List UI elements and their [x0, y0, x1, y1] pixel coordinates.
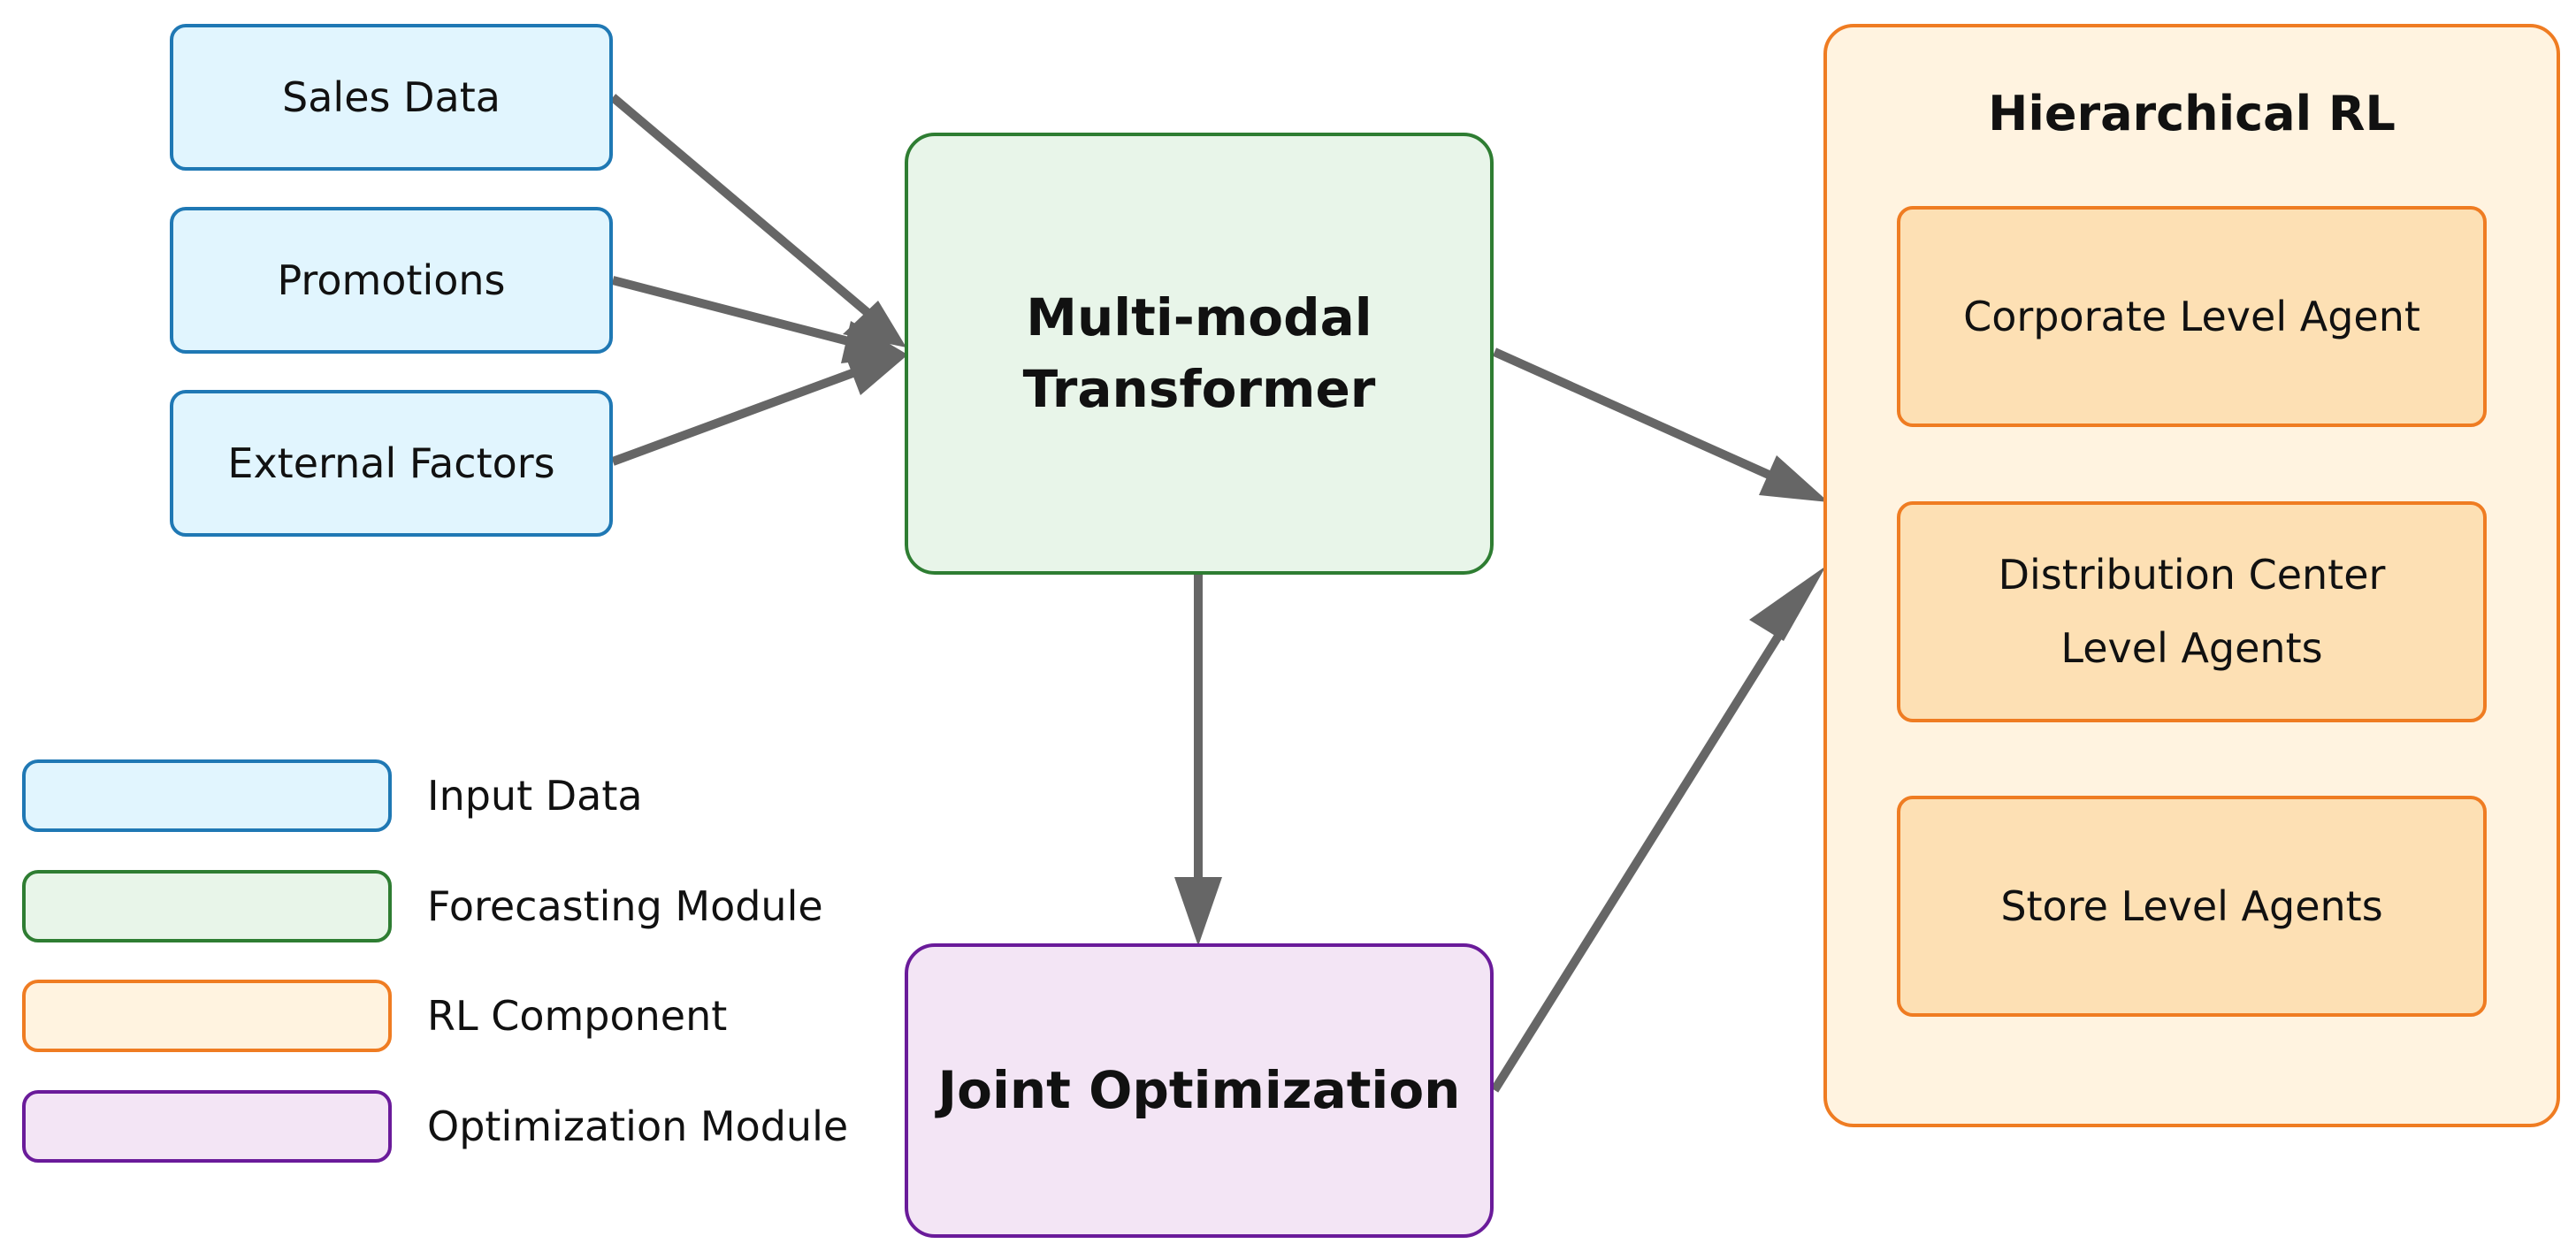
node-external-factors-label: External Factors: [227, 439, 555, 487]
node-store-level-agents-label: Store Level Agents: [2000, 881, 2383, 930]
arrow-promotions-to-transformer: [611, 276, 909, 363]
group-hierarchical-rl-title: Hierarchical RL: [1988, 86, 2396, 141]
arrow-transformer-to-optimization: [1174, 575, 1222, 946]
node-multimodal-transformer: Multi-modal Transformer: [905, 133, 1494, 575]
arrow-sales-to-transformer: [609, 94, 906, 347]
legend-swatch-forecasting: [22, 870, 392, 942]
node-promotions: Promotions: [170, 207, 613, 354]
legend-swatch-rl: [22, 980, 392, 1052]
node-corporate-level-agent-label: Corporate Level Agent: [1963, 292, 2420, 340]
arrow-optimization-to-rl: [1490, 566, 1826, 1093]
node-sales-data: Sales Data: [170, 24, 613, 171]
legend-swatch-optimization: [22, 1090, 392, 1163]
legend-label-forecasting: Forecasting Module: [427, 882, 823, 930]
node-sales-data-label: Sales Data: [282, 73, 501, 121]
legend-label-optimization: Optimization Module: [427, 1103, 849, 1150]
legend-label-rl: RL Component: [427, 992, 728, 1040]
node-store-level-agents: Store Level Agents: [1897, 796, 2487, 1017]
arrow-transformer-to-rl: [1492, 347, 1829, 502]
node-distribution-center-agents-label: Distribution Center Level Agents: [1998, 551, 2386, 672]
node-multimodal-transformer-label: Multi-modal Transformer: [1022, 286, 1376, 419]
node-external-factors: External Factors: [170, 390, 613, 537]
node-joint-optimization: Joint Optimization: [905, 943, 1494, 1238]
node-promotions-label: Promotions: [277, 256, 506, 304]
legend-swatch-input: [22, 759, 392, 832]
node-joint-optimization-label: Joint Optimization: [937, 1059, 1461, 1120]
arrow-external-to-transformer: [611, 354, 909, 466]
legend-label-input: Input Data: [427, 772, 643, 820]
node-distribution-center-agents: Distribution Center Level Agents: [1897, 501, 2487, 722]
node-corporate-level-agent: Corporate Level Agent: [1897, 206, 2487, 427]
